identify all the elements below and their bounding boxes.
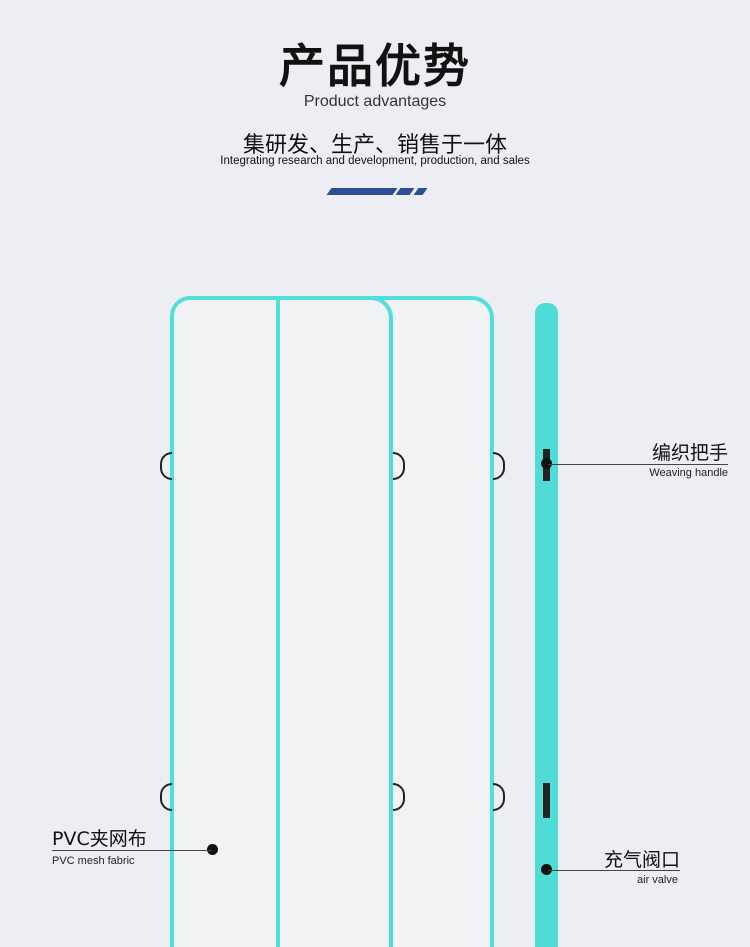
page-subtitle-en: Integrating research and development, pr… bbox=[220, 155, 530, 167]
page-title: 产品优势 bbox=[279, 39, 471, 93]
valve-leader-line bbox=[548, 870, 680, 871]
air-mat-right-panel bbox=[276, 296, 393, 947]
divider-bar-dash bbox=[413, 188, 428, 195]
handle-leader-line bbox=[548, 464, 728, 465]
mat-handle bbox=[493, 452, 505, 480]
mat-handle bbox=[493, 783, 505, 811]
handle-marker-dot bbox=[541, 458, 552, 469]
air-mat-side-view bbox=[535, 303, 558, 947]
valve-label: 充气阀口 bbox=[603, 849, 680, 871]
fabric-label-en: PVC mesh fabric bbox=[52, 855, 135, 867]
air-mat-left-panel bbox=[170, 296, 281, 947]
page-subtitle: 集研发、生产、销售于一体 bbox=[242, 133, 507, 158]
side-valve-slot bbox=[543, 783, 550, 818]
divider-bar bbox=[326, 188, 398, 195]
fabric-leader-line bbox=[52, 850, 212, 851]
mat-handle bbox=[160, 452, 172, 480]
valve-label-en: air valve bbox=[637, 874, 678, 886]
valve-marker-dot bbox=[541, 864, 552, 875]
page-title-en: Product advantages bbox=[303, 93, 447, 110]
handle-label-en: Weaving handle bbox=[649, 467, 728, 479]
mat-handle bbox=[160, 783, 172, 811]
fabric-label: PVC夹网布 bbox=[52, 828, 147, 850]
divider-bar-dash bbox=[395, 188, 415, 195]
fabric-marker-dot bbox=[207, 844, 218, 855]
handle-label: 编织把手 bbox=[651, 442, 728, 464]
